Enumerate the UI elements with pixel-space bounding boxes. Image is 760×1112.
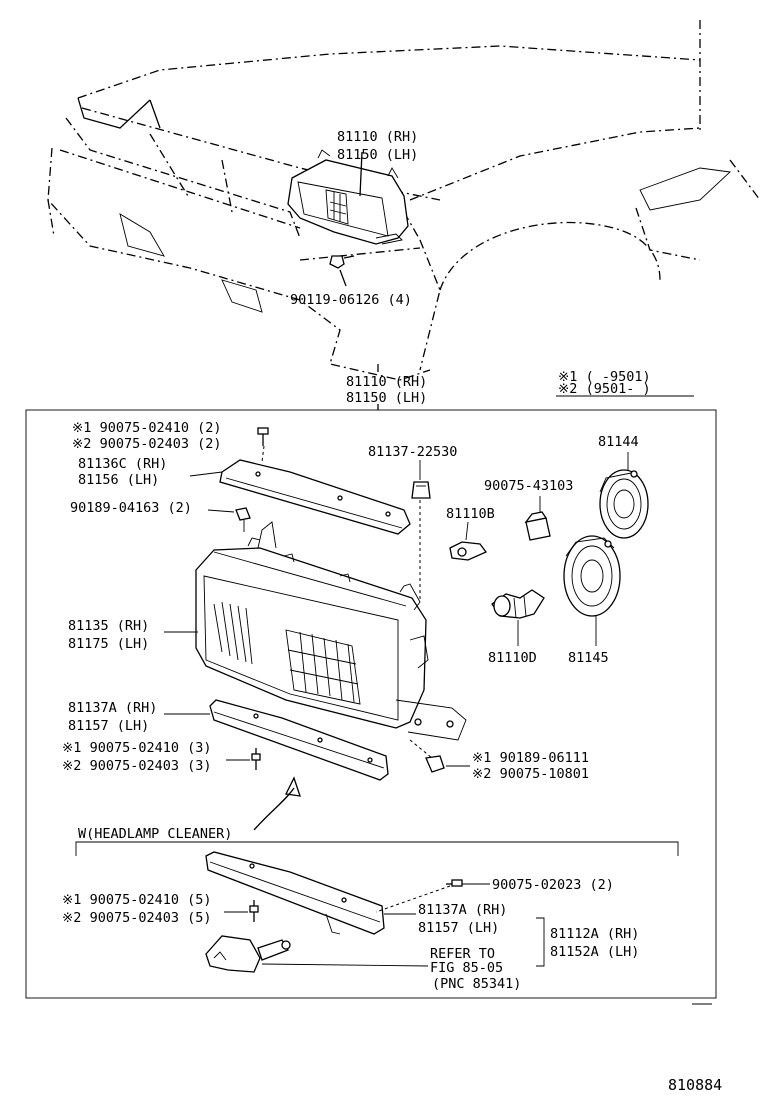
legend-row-2: ※2 (9501- ) <box>558 381 651 397</box>
lower-lh-label: 81157 (LH) <box>68 718 149 734</box>
rear-cover-icon <box>599 469 649 539</box>
unit-lh-label: 81175 (LH) <box>68 636 149 652</box>
unit-rh-label: 81135 (RH) <box>68 618 149 634</box>
retaining-ring-icon <box>563 535 621 617</box>
bulb-main-label: 81110D <box>488 650 537 666</box>
cleaner-screw-label-1: ※1 90075-02410 (5) <box>62 892 211 908</box>
bulb-small-label: 81110B <box>446 506 495 522</box>
clip-low-label-2: ※2 90075-10801 <box>472 766 589 782</box>
bulb-small-icon <box>449 541 488 561</box>
cleaner-lower-lh-label: 81157 (LH) <box>418 920 499 936</box>
headlamp-installed-icon <box>287 149 409 245</box>
upper-bracket-icon <box>219 445 411 535</box>
cleaner-screw-side-icon <box>446 879 463 887</box>
headlamp-unit-icon <box>195 521 467 741</box>
headlamp-screw-icon <box>329 255 355 287</box>
overview-headlamp-rh-label: 81110 (RH) <box>337 129 418 145</box>
lower-bracket-icon <box>209 699 389 781</box>
clip-low-label-1: ※1 90189-06111 <box>472 750 589 766</box>
screw-low-label-1: ※1 90075-02410 (3) <box>62 740 211 756</box>
bracket-rh-label: 81136C (RH) <box>78 456 167 472</box>
arrow-icon <box>253 776 301 831</box>
cleaner-screw-icon <box>249 900 259 922</box>
screw-top-icon <box>257 427 269 446</box>
ring-label: 81145 <box>568 650 609 666</box>
screw-low-label-2: ※2 90075-02403 (3) <box>62 758 211 774</box>
bulb-main-icon <box>491 589 545 619</box>
retainer-icon <box>524 511 551 541</box>
vehicle-front-outline <box>47 20 760 381</box>
overview-headlamp-lh-label: 81150 (LH) <box>337 147 418 163</box>
cleaner-lower-rh-label: 81137A (RH) <box>418 902 507 918</box>
figure-number: 810884 <box>668 1076 722 1094</box>
socket-icon <box>411 481 431 499</box>
cleaner-nozzle-icon <box>205 935 291 973</box>
cleaner-refer-1: REFER TO <box>430 946 495 962</box>
cleaner-bracket-icon <box>205 851 385 935</box>
cleaner-refer-2: FIG 85-05 <box>430 960 503 976</box>
screw-top-label-1: ※1 90075-02410 (2) <box>72 420 221 436</box>
cleaner-unit-lh-label: 81152A (LH) <box>550 944 639 960</box>
cover-label: 81144 <box>598 434 639 450</box>
overview-screw-label: 90119-06126 (4) <box>290 292 412 308</box>
socket-label: 81137-22530 <box>368 444 457 460</box>
assembly-rh-label: 81110 (RH) <box>346 374 427 390</box>
cleaner-screw-label-2: ※2 90075-02403 (5) <box>62 910 211 926</box>
clip-top-label: 90189-04163 (2) <box>70 500 192 516</box>
assembly-frame <box>25 409 717 999</box>
clip-top-icon <box>235 507 251 532</box>
screw-lower-icon <box>251 748 261 770</box>
cleaner-refer-3: (PNC 85341) <box>432 976 521 992</box>
clip-lower-icon <box>425 755 445 773</box>
bracket-lh-label: 81156 (LH) <box>78 472 159 488</box>
retainer-label: 90075-43103 <box>484 478 573 494</box>
assembly-lh-label: 81150 (LH) <box>346 390 427 406</box>
cleaner-unit-rh-label: 81112A (RH) <box>550 926 639 942</box>
cleaner-screw-side-label: 90075-02023 (2) <box>492 877 614 893</box>
legend-row-1: ※1 ( -9501) <box>558 369 651 385</box>
cleaner-header-label: W(HEADLAMP CLEANER) <box>78 826 232 842</box>
screw-top-label-2: ※2 90075-02403 (2) <box>72 436 221 452</box>
lower-rh-label: 81137A (RH) <box>68 700 157 716</box>
